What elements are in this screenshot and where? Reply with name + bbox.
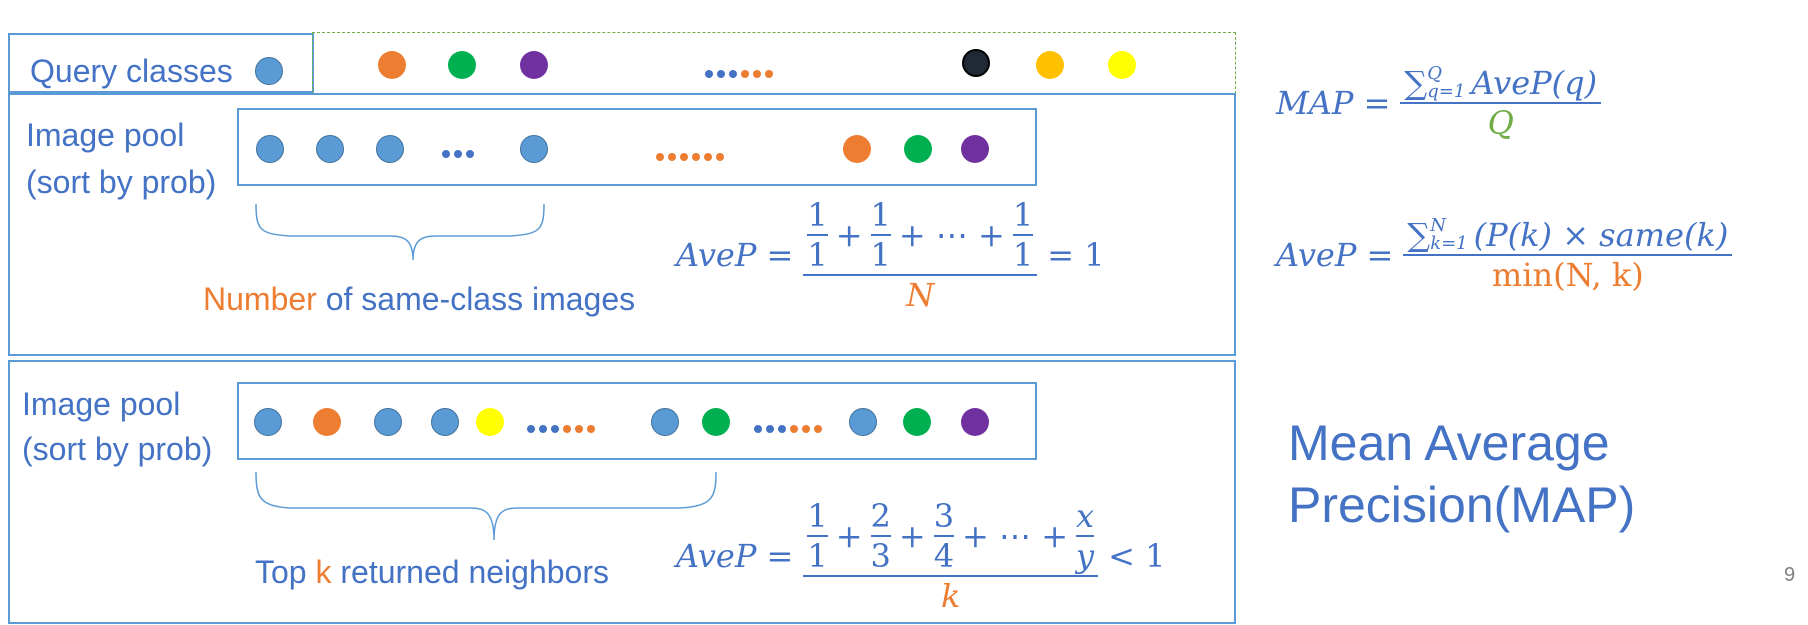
avep-formula-denominator: min(N, k) (1491, 256, 1644, 294)
brace1-label: Number of same-class images (203, 279, 635, 319)
formula2-denominator: k (941, 577, 961, 615)
formula1-plus: + (835, 216, 863, 254)
formula1-term1-num: 1 (807, 196, 828, 234)
pool1-box (237, 108, 1037, 186)
map-formula-denominator: Q (1487, 104, 1514, 142)
pool1-dot-blue-3 (376, 135, 404, 163)
brace2-label-rest: returned neighbors (331, 554, 609, 590)
pool1-dot-blue-2 (316, 135, 344, 163)
page-number: 9 (1784, 564, 1796, 586)
pool2-dot-green-1 (702, 408, 730, 436)
pool2-dot-blue-5 (849, 408, 877, 436)
query-label-box (8, 33, 314, 93)
pool2-dot-yellow (476, 408, 504, 436)
query-dot-orange (378, 51, 406, 79)
formula1-term3-num: 1 (1012, 196, 1034, 234)
formula2-term4-den: y (1076, 537, 1095, 575)
pool2-dot-blue-1 (254, 408, 282, 436)
formula1-term2-num: 1 (870, 196, 891, 234)
formula1-term1-den: 1 (807, 236, 828, 274)
map-formula: MAP = ∑ Q q=1 AveP(q) Q (1276, 48, 1602, 158)
pool2-dot-blue-3 (431, 408, 459, 436)
pool1-ellipsis-orange (656, 148, 728, 161)
avep-formula: AveP = ∑ N k=1 (P(k) × same(k) min(N, k) (1276, 200, 1733, 310)
brace2-label-top: Top (255, 554, 316, 590)
formula1-term2-den: 1 (870, 236, 891, 274)
brace2 (255, 471, 717, 541)
section-same-class (8, 93, 1236, 356)
pool1-dot-orange (843, 135, 871, 163)
formula1-lhs: AveP = (676, 236, 794, 274)
avep-sum-term: (P(k) × same(k) (1473, 216, 1729, 254)
formula2-term1-num: 1 (807, 497, 828, 535)
query-dot-black (962, 49, 990, 77)
query-dot-gold (1036, 51, 1064, 79)
slide-title-line1: Mean Average (1288, 415, 1610, 471)
pool2-dot-blue-2 (374, 408, 402, 436)
pool2-ellipsis-1 (527, 420, 599, 433)
pool1-dot-blue-4 (520, 135, 548, 163)
query-dot-blue (255, 57, 283, 85)
pool2-dot-purple (961, 408, 989, 436)
pool2-label-line2: (sort by prob) (22, 431, 213, 467)
pool1-dot-green (904, 135, 932, 163)
query-dot-green (448, 51, 476, 79)
brace1 (255, 203, 545, 261)
formula2-term1-den: 1 (807, 537, 828, 575)
formula1-term3-den: 1 (1012, 236, 1034, 274)
formula2-term3-num: 3 (933, 497, 955, 535)
formula2-term4-num: x (1076, 497, 1095, 535)
map-formula-lhs: MAP = (1276, 84, 1391, 122)
formula1-rhs: = 1 (1047, 236, 1105, 274)
brace1-label-rest: of same-class images (316, 281, 636, 317)
formula2-term2-num: 2 (870, 497, 891, 535)
formula2-dots: + ⋯ + (962, 517, 1069, 555)
brace1-label-number: Number (203, 281, 317, 317)
formula2-term2-den: 3 (870, 537, 891, 575)
query-ellipsis (705, 65, 777, 78)
pool2-label-line1: Image pool (22, 386, 181, 422)
avep-sum-sign: ∑ (1407, 216, 1431, 254)
map-sum-sign: ∑ (1404, 64, 1428, 102)
formula2-rhs: < 1 (1108, 537, 1166, 575)
pool2-box (237, 382, 1037, 460)
formula2-plus-2: + (898, 517, 926, 555)
pool1-dot-blue-1 (256, 135, 284, 163)
brace2-label: Top k returned neighbors (255, 552, 609, 592)
slide-title-line2: Precision(MAP) (1288, 477, 1636, 533)
pool2-dot-blue-4 (651, 408, 679, 436)
pool2-dot-green-2 (903, 408, 931, 436)
map-formula-fraction: ∑ Q q=1 AveP(q) Q (1400, 63, 1602, 142)
pool2-ellipsis-2 (754, 420, 826, 433)
formula2-plus-1: + (835, 517, 863, 555)
query-classes-label: Query classes (30, 53, 233, 89)
formula2-term3-den: 4 (933, 537, 955, 575)
map-sum-sup: Q (1427, 63, 1442, 84)
map-sum-sub: q=1 (1427, 81, 1466, 102)
pool1-label-line1: Image pool (26, 117, 185, 153)
avep-sum-sup: N (1430, 215, 1446, 236)
pool1-dot-purple (961, 135, 989, 163)
avep-sum-sub: k=1 (1430, 233, 1468, 254)
avep-formula-lhs: AveP = (1276, 236, 1394, 274)
formula1-denominator: N (906, 276, 935, 314)
section-top-k (8, 360, 1236, 624)
query-dot-purple (520, 51, 548, 79)
avep-formula-fraction: ∑ N k=1 (P(k) × same(k) min(N, k) (1403, 215, 1733, 294)
query-dot-yellow (1108, 51, 1136, 79)
map-sum-term: AveP(q) (1471, 64, 1598, 102)
slide-title: Mean Average Precision(MAP) (1288, 412, 1635, 536)
pool2-dot-orange-1 (313, 408, 341, 436)
formula2-lhs: AveP = (676, 537, 794, 575)
pool1-label-line2: (sort by prob) (26, 164, 217, 200)
formula1-dots: + ⋯ + (898, 216, 1005, 254)
brace2-label-k: k (315, 554, 332, 590)
pool1-ellipsis-blue (442, 145, 478, 158)
